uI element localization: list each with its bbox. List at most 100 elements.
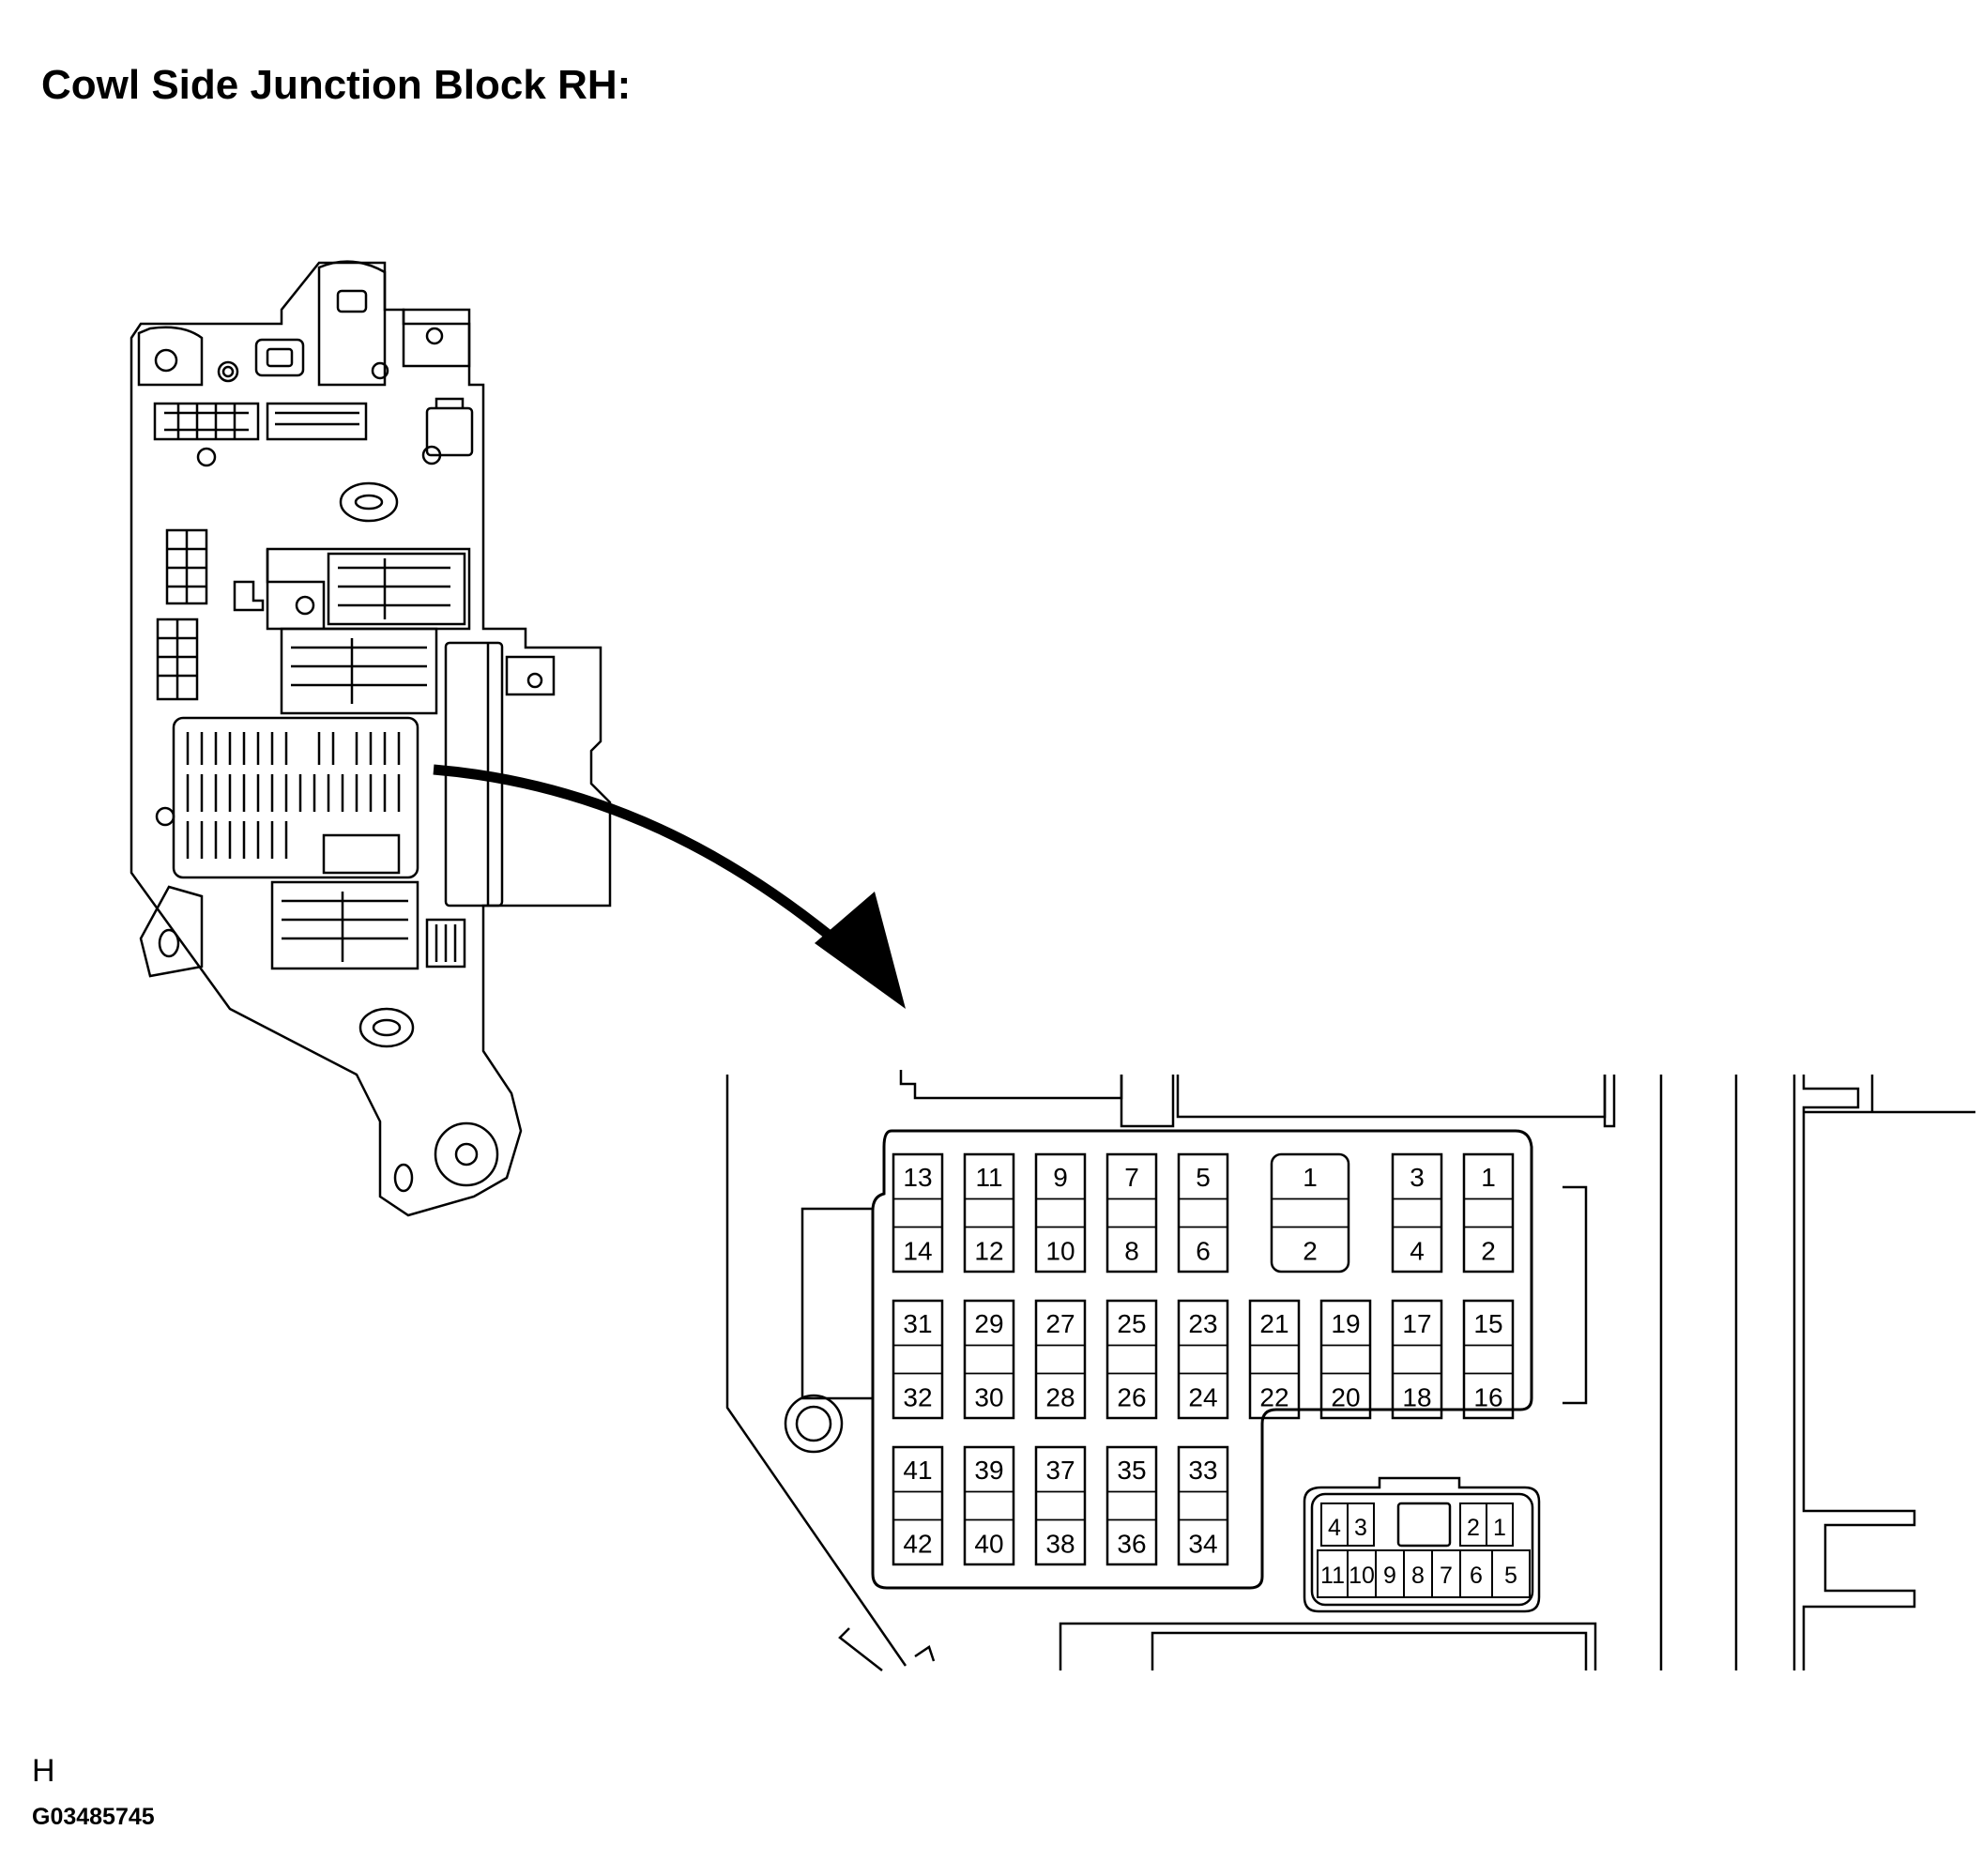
- callout-arrow: [433, 764, 906, 1009]
- fuse-slot: 12: [1462, 1152, 1515, 1274]
- fuse-label-top: 21: [1259, 1309, 1288, 1338]
- fuse-slot: 41 42: [892, 1445, 944, 1566]
- fuse-slot: 27 28: [1034, 1299, 1087, 1420]
- fuse-label-bottom: 4: [1410, 1237, 1425, 1266]
- connector-pin-label: 7: [1440, 1563, 1453, 1589]
- fuse-label-bottom: 36: [1117, 1530, 1146, 1559]
- fuse-label-bottom: 10: [1045, 1237, 1075, 1266]
- fuse-label-top: 13: [903, 1163, 932, 1192]
- fuse-outline: [892, 1445, 944, 1566]
- fuse-label-bottom: 2: [1303, 1237, 1318, 1266]
- fuse-slot: 21 22: [1248, 1299, 1301, 1420]
- fuse-slot: 39 40: [963, 1445, 1015, 1566]
- fuse-outline: [963, 1152, 1015, 1274]
- fuse-label-bottom: 16: [1473, 1383, 1502, 1412]
- fuse-label-top: 1: [1303, 1163, 1318, 1192]
- fuse-layer: 1314111291078561234123132293027282526232…: [892, 1152, 1531, 1598]
- fuse-label-bottom: 34: [1188, 1530, 1217, 1559]
- detail-housing-outline: [725, 1070, 1975, 1671]
- fuse-slot: 56: [1177, 1152, 1229, 1274]
- connector-pin-label: 6: [1470, 1563, 1483, 1589]
- fuse-outline: [1034, 1299, 1087, 1420]
- connector-pin-label: 1: [1493, 1515, 1506, 1541]
- fuse-outline: [1105, 1152, 1158, 1274]
- fuse-label-top: 9: [1053, 1163, 1068, 1192]
- connector-pin-label: 5: [1504, 1563, 1517, 1589]
- fuse-outline: [892, 1152, 944, 1274]
- fuse-label-bottom: 8: [1124, 1237, 1139, 1266]
- fuse-outline: [1105, 1299, 1158, 1420]
- fuse-label-bottom: 38: [1045, 1530, 1075, 1559]
- connector-pin-label: 3: [1354, 1515, 1367, 1541]
- fuse-label-bottom: 12: [974, 1237, 1003, 1266]
- fuse-label-top: 3: [1410, 1163, 1425, 1192]
- diagram-id: G03485745: [32, 1804, 155, 1830]
- fuse-outline: [1391, 1152, 1443, 1274]
- fuse-label-top: 23: [1188, 1309, 1217, 1338]
- fuse-label-top: 41: [903, 1456, 932, 1485]
- fuse-label-bottom: 14: [903, 1237, 932, 1266]
- fuse-label-top: 7: [1124, 1163, 1139, 1192]
- fuse-slot: 37 38: [1034, 1445, 1087, 1566]
- fuse-slot: 23 24: [1177, 1299, 1229, 1420]
- fuse-label-top: 5: [1196, 1163, 1211, 1192]
- fuse-label-top: 15: [1473, 1309, 1502, 1338]
- connector-pin-cell: [1347, 1502, 1375, 1547]
- fuse-label-top: 17: [1402, 1309, 1431, 1338]
- fuse-outline: [963, 1299, 1015, 1420]
- fuse-label-bottom: 2: [1481, 1237, 1496, 1266]
- fuse-label-top: 33: [1188, 1456, 1217, 1485]
- fuse-label-bottom: 40: [974, 1530, 1003, 1559]
- connector-pin-label: 4: [1328, 1515, 1341, 1541]
- fuse-label-bottom: 22: [1259, 1383, 1288, 1412]
- connector-pin-cell: [1486, 1502, 1514, 1547]
- fuse-label-top: 27: [1045, 1309, 1075, 1338]
- fuse-label-bottom: 6: [1196, 1237, 1211, 1266]
- connector-pin-cell: [1491, 1549, 1531, 1598]
- fuse-label-top: 37: [1045, 1456, 1075, 1485]
- fuse-outline: [1105, 1445, 1158, 1566]
- fuse-outline: [1270, 1152, 1350, 1274]
- connector-pin-label: 9: [1383, 1563, 1396, 1589]
- fuse-outline: [1391, 1299, 1443, 1420]
- fuse-box-outline: [871, 1129, 1533, 1590]
- fuse-label-bottom: 18: [1402, 1383, 1431, 1412]
- connector-housing: [1303, 1476, 1541, 1613]
- fuse-outline: [1462, 1299, 1515, 1420]
- fuse-label-bottom: 32: [903, 1383, 932, 1412]
- fuse-outline: [1177, 1299, 1229, 1420]
- fuse-slot: 13 14: [892, 1152, 944, 1274]
- fuse-slot: 9 10: [1034, 1152, 1087, 1274]
- fuse-slot: 34: [1391, 1152, 1443, 1274]
- connector-pin-label: 10: [1349, 1563, 1375, 1589]
- fuse-label-top: 25: [1117, 1309, 1146, 1338]
- fuse-label-top: 11: [975, 1163, 1002, 1192]
- fuse-label-bottom: 26: [1117, 1383, 1146, 1412]
- fuse-label-bottom: 28: [1045, 1383, 1075, 1412]
- fuse-outline: [1462, 1152, 1515, 1274]
- fuse-label-bottom: 20: [1331, 1383, 1360, 1412]
- fuse-outline: [1034, 1445, 1087, 1566]
- fuse-outline: [1177, 1445, 1229, 1566]
- fuse-label-top: 31: [903, 1309, 932, 1338]
- fuse-label-top: 29: [974, 1309, 1003, 1338]
- fuse-outline: [1177, 1152, 1229, 1274]
- fuse-label-bottom: 24: [1188, 1383, 1217, 1412]
- fuse-slot: 25 26: [1105, 1299, 1158, 1420]
- fuse-outline: [963, 1445, 1015, 1566]
- fuse-slot: 33 34: [1177, 1445, 1229, 1566]
- fuse-outline: [1319, 1299, 1372, 1420]
- diagram-code-letter: H: [32, 1753, 55, 1789]
- connector-pin-label: 2: [1467, 1515, 1480, 1541]
- fuse-outline: [1248, 1299, 1301, 1420]
- fuse-slot: 11 12: [963, 1152, 1015, 1274]
- fuse-label-top: 39: [974, 1456, 1003, 1485]
- connector-pin-label: 8: [1411, 1563, 1425, 1589]
- fuse-label-bottom: 42: [903, 1530, 932, 1559]
- fuse-slot: 12: [1270, 1152, 1350, 1274]
